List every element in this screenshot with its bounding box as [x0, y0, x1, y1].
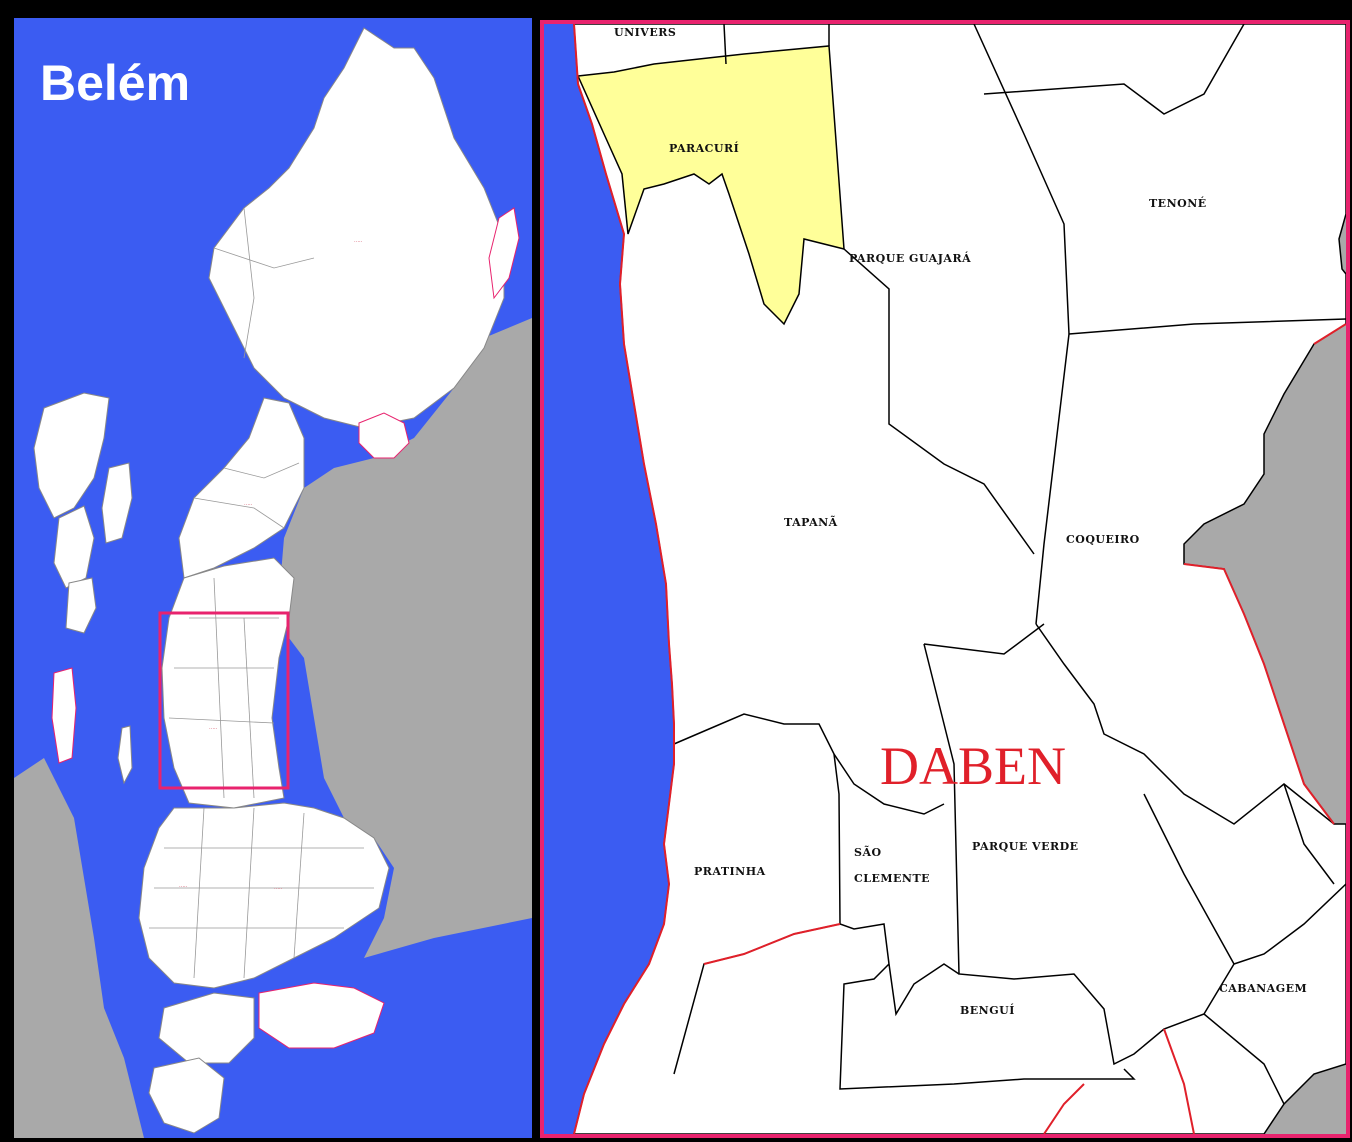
neighborhood-label-parque-guajara: PARQUE GUAJARÁ: [849, 251, 971, 265]
island-west-4[interactable]: [65, 577, 97, 634]
district-detail-map[interactable]: UNIVERS PARACURÍ PARQUE GUAJARÁ TENONÉ T…: [540, 20, 1350, 1138]
overview-label: ·····: [179, 884, 188, 890]
neighborhood-label-pratinha: PRATINHA: [694, 865, 766, 878]
island-small-east[interactable]: [488, 207, 520, 300]
district-detail-svg: UNIVERS PARACURÍ PARQUE GUAJARÁ TENONÉ T…: [573, 24, 1346, 1134]
mainland-northeast-detail: [1339, 214, 1346, 274]
island-outeiro[interactable]: [358, 412, 410, 459]
overview-label: ·····: [244, 502, 253, 508]
island-north[interactable]: [208, 27, 505, 429]
neighborhood-paracuri[interactable]: [576, 45, 845, 326]
neighborhood-label-tapana: TAPANÃ: [784, 515, 838, 529]
neighborhood-label-sao: SÃO: [854, 845, 882, 859]
mainland-east: [279, 318, 532, 958]
inset-area-rectangle[interactable]: [158, 611, 290, 790]
neighborhood-label-clemente: CLEMENTE: [854, 872, 930, 885]
overview-label: ·····: [209, 726, 218, 732]
overview-map[interactable]: ····· ····· ····· ····· ····· Belém: [14, 18, 532, 1138]
neighborhood-label-parque-verde: PARQUE VERDE: [972, 840, 1079, 853]
island-south-3[interactable]: [148, 1057, 225, 1134]
district-boundaries: [573, 24, 1346, 1134]
district-label-daben: DABEN: [880, 736, 1066, 796]
neighborhood-label-bengui: BENGUÍ: [960, 1003, 1015, 1017]
overview-label: ·····: [354, 239, 363, 245]
island-west-6[interactable]: [117, 725, 133, 785]
neighborhood-label-univers: UNIVERS: [614, 26, 676, 39]
mainland-east-detail: [1184, 324, 1346, 824]
island-south-1[interactable]: [158, 992, 255, 1064]
neighborhood-label-paracuri: PARACURÍ: [669, 141, 739, 155]
island-west-1[interactable]: [33, 392, 110, 519]
neighborhood-label-coqueiro: COQUEIRO: [1066, 533, 1140, 546]
overview-map-svg: ····· ····· ····· ····· ····· Belém: [14, 27, 532, 1138]
peninsula-center[interactable]: [161, 557, 295, 809]
island-south-2[interactable]: [258, 982, 385, 1049]
neighborhood-label-cabanagem: CABANAGEM: [1219, 982, 1307, 995]
overview-boundaries: [149, 207, 374, 979]
mainland-southwest: [14, 758, 144, 1138]
mainland-southeast-detail: [1264, 1064, 1346, 1134]
city-title: Belém: [40, 55, 190, 111]
island-west-5[interactable]: [51, 667, 77, 764]
peninsula-south[interactable]: [138, 802, 390, 989]
neighborhood-label-tenone: TENONÉ: [1149, 196, 1207, 210]
island-west-3[interactable]: [53, 505, 95, 589]
overview-label: ·····: [274, 886, 283, 892]
island-west-2[interactable]: [101, 462, 133, 544]
